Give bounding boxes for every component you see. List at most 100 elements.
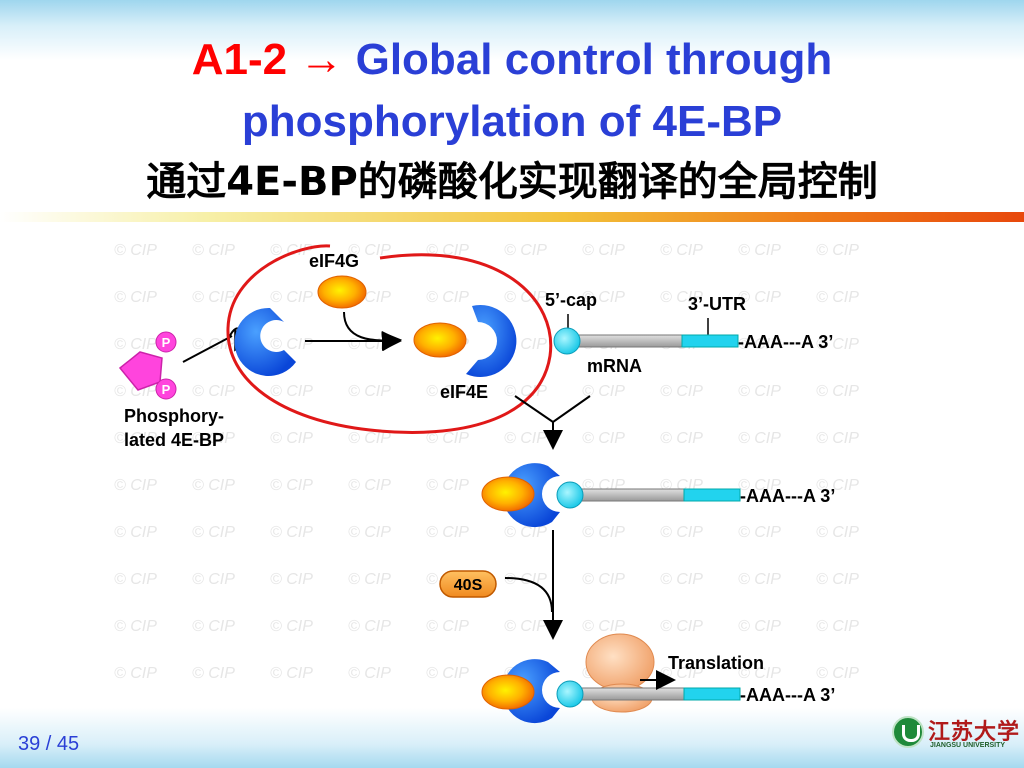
ribosome-join-line: [504, 577, 553, 613]
watermark-text: © CIP: [738, 618, 781, 635]
university-emblem-icon: [892, 716, 924, 748]
watermark-text: © CIP: [738, 242, 781, 259]
mrna-coding-region-3: [579, 687, 685, 701]
mrna-cap: [553, 327, 581, 355]
slide-title-line-2: phosphorylation of 4E-BP: [241, 97, 783, 146]
university-name-cn: 江苏大学: [928, 720, 1021, 745]
watermark-text: © CIP: [192, 571, 235, 588]
watermark-text: © CIP: [504, 383, 547, 400]
utr-label: 3’-UTR: [688, 294, 746, 314]
translation-label: Translation: [668, 653, 764, 673]
mrna-utr-region-3: [683, 687, 741, 701]
eif4e-free-protein: [234, 307, 296, 376]
watermark-text: © CIP: [816, 665, 859, 682]
watermark-text: © CIP: [816, 383, 859, 400]
watermark-text: © CIP: [426, 665, 469, 682]
cap-label: 5’-cap: [545, 290, 597, 310]
watermark-text: © CIP: [192, 477, 235, 494]
watermark-text: © CIP: [582, 571, 625, 588]
watermark-text: © CIP: [270, 336, 313, 353]
watermark-text: © CIP: [270, 665, 313, 682]
watermark-text: © CIP: [348, 430, 391, 447]
watermark-text: © CIP: [582, 242, 625, 259]
ribosome-large: [585, 633, 655, 691]
watermark-grid: © CIP © CIP © CIP © CIP © CIP © CIP © CIP © CIP…: [114, 242, 859, 682]
watermark-text: © CIP: [270, 524, 313, 541]
watermark-text: © CIP: [426, 477, 469, 494]
watermark-text: © CIP: [660, 524, 703, 541]
mrna-coding-region: [577, 334, 683, 348]
watermark-text: © CIP: [348, 571, 391, 588]
watermark-text: © CIP: [348, 665, 391, 682]
mrna-cap-2: [556, 481, 584, 509]
eif4e-label: eIF4E: [440, 382, 488, 402]
watermark-text: © CIP: [348, 524, 391, 541]
mrna-utr-region-2: [683, 488, 741, 502]
slide-title-chinese: 通过4E-BP的磷酸化实现翻译的全局控制: [146, 159, 878, 205]
watermark-text: © CIP: [348, 618, 391, 635]
watermark-text: © CIP: [660, 383, 703, 400]
watermark-text: © CIP: [270, 571, 313, 588]
ribosome-40s-label: 40S: [454, 577, 483, 594]
watermark-text: © CIP: [114, 618, 157, 635]
phosphate-label-1: P: [162, 335, 171, 350]
watermark-text: © CIP: [816, 242, 859, 259]
watermark-text: © CIP: [114, 430, 157, 447]
watermark-text: © CIP: [426, 383, 469, 400]
watermark-text: © CIP: [816, 289, 859, 306]
watermark-text: © CIP: [426, 289, 469, 306]
watermark-text: © CIP: [426, 618, 469, 635]
eif4g-label: eIF4G: [309, 251, 359, 271]
watermark-text: © CIP: [504, 242, 547, 259]
watermark-text: © CIP: [114, 524, 157, 541]
university-name-en: JIANGSU UNIVERSITY: [930, 742, 1006, 749]
watermark-text: © CIP: [660, 430, 703, 447]
phosphate-label-2: P: [162, 382, 171, 397]
watermark-text: © CIP: [192, 242, 235, 259]
polya-tail-3: -AAA---A 3’: [740, 685, 835, 705]
watermark-text: © CIP: [114, 665, 157, 682]
watermark-text: © CIP: [270, 430, 313, 447]
watermark-text: © CIP: [738, 571, 781, 588]
watermark-text: © CIP: [192, 289, 235, 306]
watermark-text: © CIP: [738, 430, 781, 447]
polya-tail-2: -AAA---A 3’: [740, 486, 835, 506]
watermark-text: © CIP: [816, 430, 859, 447]
watermark-text: © CIP: [738, 477, 781, 494]
watermark-text: © CIP: [348, 383, 391, 400]
watermark-text: © CIP: [582, 383, 625, 400]
watermark-text: © CIP: [582, 618, 625, 635]
title-arrow: →: [299, 35, 344, 84]
watermark-text: © CIP: [582, 524, 625, 541]
watermark-text: © CIP: [738, 383, 781, 400]
watermark-text: © CIP: [504, 430, 547, 447]
watermark-text: © CIP: [582, 289, 625, 306]
watermark-text: © CIP: [426, 430, 469, 447]
university-logo: 江苏大学 JIANGSU UNIVERSITY: [892, 714, 1020, 754]
watermark-text: © CIP: [270, 383, 313, 400]
eif4g-protein: [317, 275, 367, 309]
phosphorylated-4ebp: P P: [118, 331, 177, 400]
mrna-label: mRNA: [587, 356, 642, 376]
watermark-text: © CIP: [192, 524, 235, 541]
watermark-text: © CIP: [738, 665, 781, 682]
watermark-text: © CIP: [660, 242, 703, 259]
watermark-text: © CIP: [738, 289, 781, 306]
header-background: [0, 0, 1024, 215]
watermark-text: © CIP: [114, 571, 157, 588]
phospho-4ebp-label-2: lated 4E-BP: [124, 430, 224, 450]
ribosome-40s: [439, 570, 497, 598]
watermark-text: © CIP: [660, 289, 703, 306]
eif4g-translation-protein: [481, 674, 535, 710]
slide-title-line-1: A1-2 → Global control through: [0, 34, 1024, 86]
watermark-text: © CIP: [504, 618, 547, 635]
watermark-text: © CIP: [270, 477, 313, 494]
eif4e-bound-protein: [466, 305, 517, 378]
highlight-circle: [226, 244, 553, 434]
watermark-text: © CIP: [114, 336, 157, 353]
watermark-text: © CIP: [504, 524, 547, 541]
watermark-text: © CIP: [192, 618, 235, 635]
watermark-text: © CIP: [192, 430, 235, 447]
mrna-cap-3: [556, 680, 584, 708]
watermark-text: © CIP: [270, 618, 313, 635]
